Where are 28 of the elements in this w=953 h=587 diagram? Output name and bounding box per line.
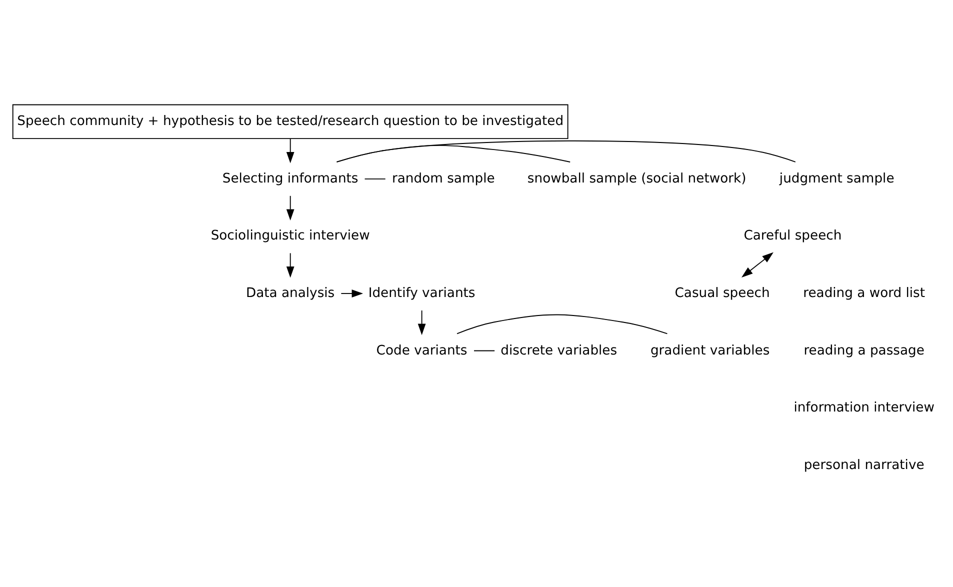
arrow [418,310,426,336]
node-text: random sample [392,171,495,186]
connector [456,314,668,334]
arrow [286,195,294,221]
node-text: reading a passage [804,343,924,358]
node-text: gradient variables [650,343,770,358]
connector [336,145,571,162]
node-text: Selecting informants [222,171,358,186]
node-text: Data analysis [246,286,335,301]
arrow [286,138,294,164]
node-text: Identify variants [368,286,476,301]
connector [336,140,796,162]
connector [364,178,386,180]
arrow [286,252,294,278]
node-text: information interview [794,400,934,416]
arrow [742,252,774,278]
connector [474,350,496,352]
node-text: reading a word list [803,286,926,301]
node-text: discrete variables [500,343,618,358]
node-text: Sociolinguistic interview [210,228,370,244]
node-text: judgment sample [779,171,894,186]
arrow [340,290,364,298]
node-text: snowball sample (social network) [527,171,746,186]
node-box: Speech community + hypothesis to be tested/research question to be investigated [12,104,568,140]
node-text: Careful speech [744,228,842,244]
node-text: Code variants [376,343,468,358]
node-text: personal narrative [804,458,924,473]
node-text: Casual speech [674,286,770,301]
